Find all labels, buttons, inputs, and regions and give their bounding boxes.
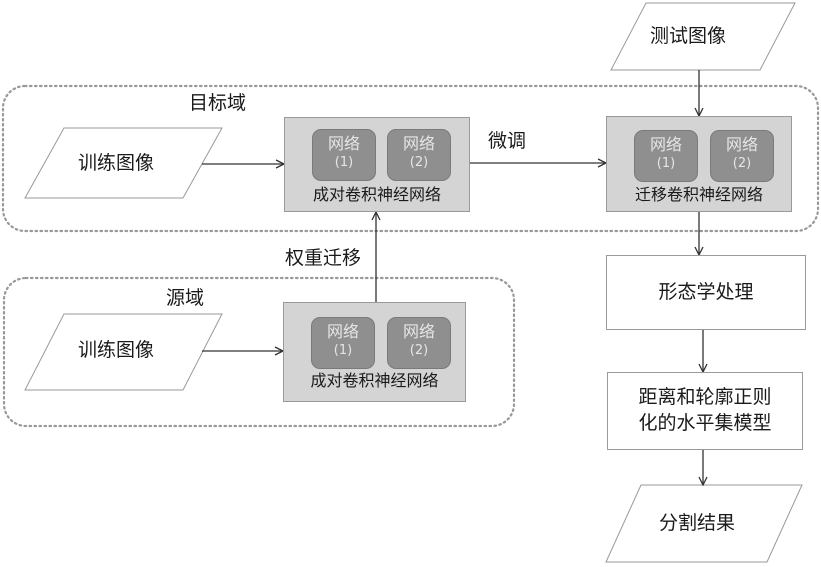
target-train-image-label: 训练图像 bbox=[78, 154, 154, 173]
network-index: (1) bbox=[635, 157, 697, 170]
test-image-label: 测试图像 bbox=[650, 27, 726, 46]
morphology-box: 形态学处理 bbox=[606, 255, 806, 330]
result-label: 分割结果 bbox=[659, 514, 735, 533]
network-index: (2) bbox=[388, 344, 450, 357]
target-pair-network-caption: 成对卷积神经网络 bbox=[285, 187, 469, 203]
target-pair-network: 网络 (1) 网络 (2) 成对卷积神经网络 bbox=[284, 117, 470, 212]
network-name: 网络 bbox=[635, 137, 697, 153]
network-1: 网络 (1) bbox=[634, 130, 698, 182]
network-index: (2) bbox=[711, 157, 773, 170]
source-domain-label: 源域 bbox=[166, 289, 204, 308]
morphology-label: 形态学处理 bbox=[658, 280, 753, 306]
transfer-network: 网络 (1) 网络 (2) 迁移卷积神经网络 bbox=[606, 116, 792, 212]
level-set-line-2: 化的水平集模型 bbox=[638, 411, 771, 437]
network-index: (1) bbox=[312, 344, 374, 357]
network-name: 网络 bbox=[388, 136, 450, 152]
network-1: 网络 (1) bbox=[312, 129, 376, 181]
network-index: (1) bbox=[313, 156, 375, 169]
level-set-line-1: 距离和轮廓正则 bbox=[638, 385, 771, 411]
network-name: 网络 bbox=[711, 137, 773, 153]
network-name: 网络 bbox=[312, 324, 374, 340]
network-1: 网络 (1) bbox=[311, 317, 375, 369]
network-name: 网络 bbox=[313, 136, 375, 152]
network-index: (2) bbox=[388, 156, 450, 169]
network-name: 网络 bbox=[388, 324, 450, 340]
target-domain-label: 目标域 bbox=[189, 94, 246, 113]
weight-transfer-label: 权重迁移 bbox=[285, 249, 361, 268]
network-2: 网络 (2) bbox=[387, 129, 451, 181]
source-pair-network: 网络 (1) 网络 (2) 成对卷积神经网络 bbox=[283, 302, 466, 402]
transfer-network-caption: 迁移卷积神经网络 bbox=[607, 187, 791, 203]
source-train-image-label: 训练图像 bbox=[78, 341, 154, 360]
source-pair-network-caption: 成对卷积神经网络 bbox=[284, 373, 465, 389]
network-2: 网络 (2) bbox=[710, 130, 774, 182]
network-2: 网络 (2) bbox=[387, 317, 451, 369]
level-set-model-box: 距离和轮廓正则 化的水平集模型 bbox=[607, 372, 803, 450]
finetune-label: 微调 bbox=[488, 132, 526, 151]
